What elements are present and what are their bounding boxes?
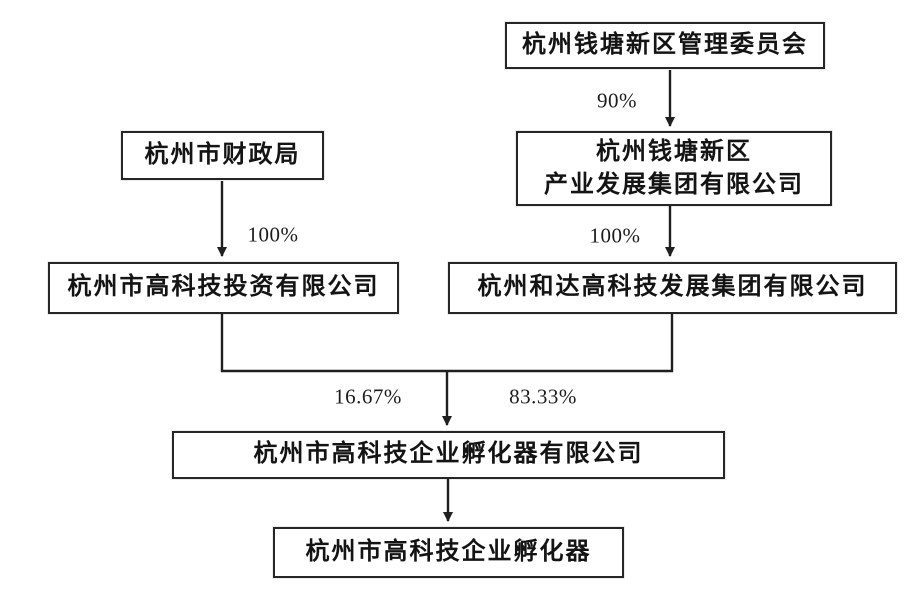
node-label: 杭州市高科技投资有限公司 [67,274,380,301]
node-label: 杭州市高科技企业孵化器有限公司 [253,441,644,468]
node-label-line1: 杭州钱塘新区 [596,139,752,166]
pct-label-16-67: 16.67% [334,384,402,409]
pct-label-90: 90% [597,88,637,113]
node-label: 杭州和达高科技发展集团有限公司 [477,274,868,301]
node-label: 杭州钱塘新区管理委员会 [522,31,808,58]
node-hitech-investment-co: 杭州市高科技投资有限公司 [48,262,399,314]
edge-merge-rail [220,314,674,373]
node-incubator: 杭州市高科技企业孵化器 [273,527,624,578]
node-label: 杭州市财政局 [144,141,301,168]
pct-label-100-right: 100% [589,223,641,248]
pct-label-83-33: 83.33% [509,384,577,409]
node-qiantang-committee: 杭州钱塘新区管理委员会 [505,22,825,69]
node-incubator-co-ltd: 杭州市高科技企业孵化器有限公司 [172,431,725,479]
node-qiantang-industry-group: 杭州钱塘新区 产业发展集团有限公司 [516,131,832,206]
node-finance-bureau: 杭州市财政局 [121,131,324,180]
pct-label-100-left: 100% [247,222,299,247]
node-label: 杭州市高科技企业孵化器 [305,538,592,565]
node-label-line2: 产业发展集团有限公司 [544,171,804,198]
node-heda-hitech-group: 杭州和达高科技发展集团有限公司 [448,262,897,314]
